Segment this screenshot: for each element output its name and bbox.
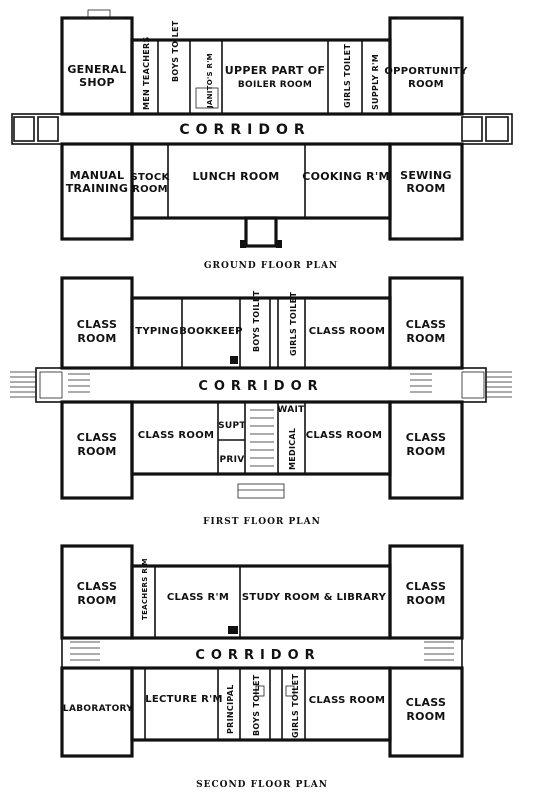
room-men-teachers: MEN TEACHERS (142, 36, 151, 110)
ground-corridor (11, 113, 513, 145)
room-second-class-nw-line2: ROOM (77, 594, 116, 607)
ground-east-porch-2 (485, 116, 509, 142)
room-sewing-line1: SEWING (400, 169, 452, 182)
first-floor-plan: CLASS ROOM TYPING BOOKKEEP BOYS TOILET G… (10, 276, 512, 527)
room-first-girls-toilet: GIRLS TOILET (289, 292, 298, 356)
room-first-class-south-2: CLASS ROOM (306, 430, 383, 441)
room-general-shop-line1: GENERAL (67, 63, 126, 76)
room-janitors: JANITO'S R'M (206, 53, 214, 109)
room-second-class-se-line2: ROOM (406, 710, 445, 723)
room-first-class-ne-line2: ROOM (406, 332, 445, 345)
room-ground-girls-toilet: GIRLS TOILET (343, 44, 352, 108)
second-floor-caption: SECOND FLOOR PLAN (196, 780, 328, 790)
second-stairs (70, 641, 454, 661)
room-medical: MEDICAL (288, 428, 297, 470)
second-corridor-label: CORRIDOR (195, 648, 320, 663)
room-second-class-ne-line2: ROOM (406, 594, 445, 607)
room-typing: TYPING (135, 326, 179, 337)
room-lunch: LUNCH ROOM (193, 170, 280, 183)
room-cooking: COOKING R'M (302, 170, 390, 183)
room-general-shop-line2: SHOP (79, 76, 115, 89)
room-stock-line1: STOCK (130, 172, 170, 183)
ground-corridor-label: CORRIDOR (179, 122, 310, 138)
room-bookkeep: BOOKKEEP (179, 326, 243, 337)
first-floor-caption: FIRST FLOOR PLAN (203, 517, 321, 527)
second-floor-plan: CLASS ROOM TEACHERS R'M CLASS R'M STUDY … (60, 544, 464, 790)
room-second-boys-toilet: BOYS TOILET (252, 674, 261, 736)
room-sewing-line2: ROOM (406, 182, 445, 195)
first-main-stair (237, 409, 285, 499)
room-opportunity-line1: OPPORTUNITY (384, 66, 468, 77)
room-first-class-north: CLASS ROOM (309, 326, 386, 337)
first-corridor-label: CORRIDOR (198, 379, 323, 394)
room-manual-training-line2: TRAINING (66, 182, 129, 195)
room-upper-part-line2: BOILER ROOM (238, 80, 312, 90)
room-first-class-sw-line2: ROOM (77, 445, 116, 458)
ground-west-porch-2 (37, 116, 59, 142)
room-study-library: STUDY ROOM & LIBRARY (242, 592, 387, 603)
room-lecture: LECTURE R'M (145, 694, 223, 705)
ground-floor-caption: GROUND FLOOR PLAN (204, 261, 338, 271)
room-second-class-rm: CLASS R'M (167, 592, 229, 603)
ground-south-entrance (244, 216, 278, 248)
room-stock-line2: ROOM (132, 184, 168, 195)
first-east-stair (410, 371, 512, 399)
room-second-class-ne-line1: CLASS (406, 580, 446, 593)
room-second-girls-toilet: GIRLS TOILET (291, 674, 300, 738)
room-second-class-south: CLASS ROOM (309, 695, 386, 706)
first-corridor (35, 367, 487, 403)
room-first-class-se-line2: ROOM (406, 445, 445, 458)
room-first-class-south-1: CLASS ROOM (138, 430, 215, 441)
room-priv: PRIV (219, 455, 244, 465)
room-teachers: TEACHERS R'M (141, 558, 149, 620)
room-wait: WAIT (277, 405, 305, 415)
first-west-stair (10, 371, 90, 399)
room-first-class-ne-line1: CLASS (406, 318, 446, 331)
second-corridor (61, 637, 463, 669)
room-first-class-se-line1: CLASS (406, 431, 446, 444)
ground-west-porch-1 (13, 116, 35, 142)
room-laboratory: LABORATORY (63, 704, 133, 714)
room-ground-boys-toilet: BOYS TOILET (171, 20, 180, 82)
ground-east-porch-1 (461, 116, 483, 142)
room-first-class-nw-line1: CLASS (77, 318, 117, 331)
room-supt: SUPT (218, 421, 246, 431)
room-manual-training-line1: MANUAL (70, 169, 125, 182)
room-second-class-se-line1: CLASS (406, 696, 446, 709)
ground-floor-plan: GENERAL SHOP MEN TEACHERS BOYS TOILET JA… (11, 9, 513, 271)
room-first-class-sw-line1: CLASS (77, 431, 117, 444)
room-upper-part-line1: UPPER PART OF (225, 64, 326, 77)
room-opportunity-line2: ROOM (408, 79, 444, 90)
room-first-class-nw-line2: ROOM (77, 332, 116, 345)
room-first-boys-toilet: BOYS TOILET (252, 290, 261, 352)
room-supply: SUPPLY R'M (371, 54, 380, 110)
room-principal: PRINCIPAL (226, 684, 235, 734)
room-second-class-nw-line1: CLASS (77, 580, 117, 593)
